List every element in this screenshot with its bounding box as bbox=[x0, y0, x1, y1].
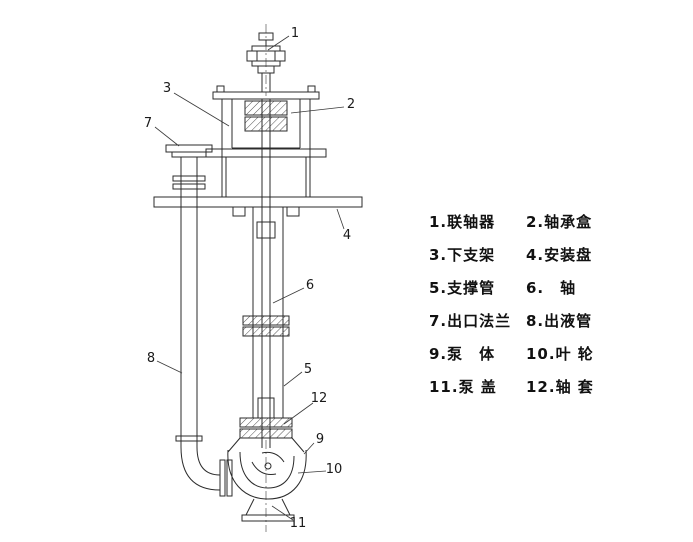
mounting-plate-part bbox=[153, 196, 363, 217]
callout-7: 7 bbox=[144, 116, 152, 131]
legend-item-4: 4.安装盘 bbox=[526, 246, 593, 264]
legend-item-12: 12.轴 套 bbox=[526, 378, 594, 396]
callout-11: 11 bbox=[290, 516, 307, 531]
callout-11-leader bbox=[271, 505, 294, 521]
legend-item-2: 2.轴承盒 bbox=[526, 213, 593, 231]
outlet-flange-part bbox=[165, 144, 213, 190]
legend-item-1: 1.联轴器 bbox=[429, 213, 496, 231]
callout-7-leader bbox=[154, 126, 180, 147]
parts-legend: 1.联轴器 2.轴承盒 3.下支架 4.安装盘 5.支撑管 6. 轴 7.出口法… bbox=[429, 206, 619, 404]
legend-item-10: 10.叶 轮 bbox=[526, 345, 594, 363]
callout-1-leader bbox=[267, 35, 290, 51]
impeller-part bbox=[251, 451, 285, 475]
callout-leaders bbox=[154, 35, 345, 521]
lower-bracket-part bbox=[205, 148, 327, 197]
callout-3-leader bbox=[173, 92, 230, 127]
callout-9: 9 bbox=[316, 432, 324, 447]
callout-10-leader bbox=[297, 470, 327, 474]
callout-numbers: 1 2 3 4 5 6 7 8 9 10 11 12 bbox=[144, 26, 355, 531]
legend-item-7: 7.出口法兰 bbox=[429, 312, 512, 330]
callout-8: 8 bbox=[147, 351, 155, 366]
legend-item-8: 8.出液管 bbox=[526, 312, 593, 330]
support-pipe-part bbox=[239, 207, 293, 439]
shaft-part bbox=[256, 99, 276, 448]
callout-4-leader bbox=[336, 208, 345, 230]
callout-3: 3 bbox=[163, 81, 171, 96]
callout-6: 6 bbox=[306, 278, 314, 293]
callout-2: 2 bbox=[347, 97, 355, 112]
callout-12: 12 bbox=[311, 391, 328, 406]
legend-item-5: 5.支撑管 bbox=[429, 279, 496, 297]
pump-cover-part bbox=[241, 498, 295, 522]
legend-item-11: 11.泵 盖 bbox=[429, 378, 497, 396]
coupling-part bbox=[246, 32, 286, 92]
callout-8-leader bbox=[156, 360, 183, 374]
callout-10: 10 bbox=[326, 462, 343, 477]
callout-6-leader bbox=[272, 287, 305, 304]
callout-5: 5 bbox=[304, 362, 312, 377]
pump-body-part bbox=[227, 437, 307, 500]
callout-2-leader bbox=[290, 106, 345, 114]
legend-item-9: 9.泵 体 bbox=[429, 345, 496, 363]
bearing-box-part bbox=[212, 85, 320, 197]
callout-1: 1 bbox=[291, 26, 299, 41]
shaft-sleeve-part bbox=[257, 397, 275, 419]
callout-12-leader bbox=[283, 402, 314, 425]
legend-item-3: 3.下支架 bbox=[429, 246, 496, 264]
callout-5-leader bbox=[283, 371, 303, 387]
callout-4: 4 bbox=[343, 228, 351, 243]
discharge-pipe-part bbox=[175, 157, 233, 497]
legend-item-6: 6. 轴 bbox=[526, 279, 577, 297]
callout-9-leader bbox=[303, 442, 315, 455]
